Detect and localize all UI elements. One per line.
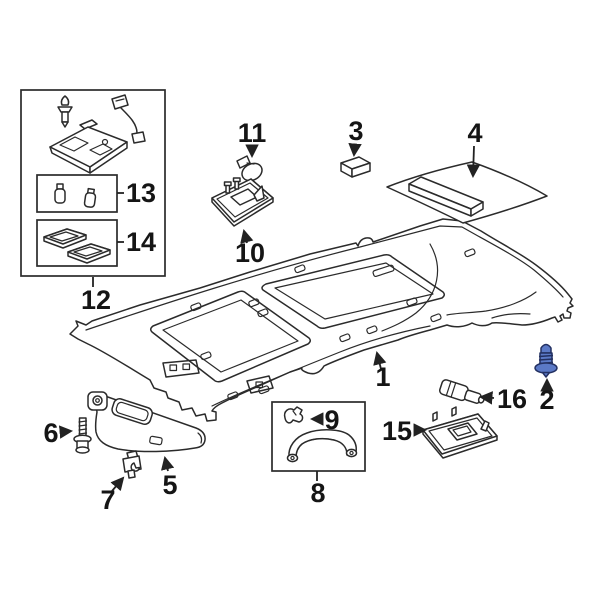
overhead-console-lamp-drawing [49, 119, 128, 174]
handle-bracket-drawing [283, 406, 304, 424]
callout-1-label[interactable]: 1 [375, 362, 390, 392]
visor-holder-clip-drawing [122, 450, 142, 479]
assist-grip-handle-drawing [286, 429, 358, 463]
callout-2-label[interactable]: 2 [539, 385, 554, 415]
callout-15-label[interactable]: 15 [382, 416, 412, 446]
callout-16-label[interactable]: 16 [497, 384, 527, 414]
spacer-block-drawing [340, 156, 371, 178]
headliner-drawing [69, 218, 574, 422]
bulb-pair-drawing [54, 183, 97, 208]
dome-lamp-bulb-drawing [236, 155, 263, 182]
bulb-socket-drawing [439, 379, 485, 404]
callout-16-arrow [478, 391, 495, 405]
callout-12-label[interactable]: 12 [81, 285, 111, 315]
callout-11-label[interactable]: 11 [238, 118, 267, 148]
wire-harness-drawing [111, 94, 146, 144]
callout-16[interactable]: 16 [478, 384, 527, 414]
dome-lamp-housing-drawing [211, 177, 274, 227]
trim-clip-drawing [57, 95, 73, 128]
callout-5[interactable]: 5 [161, 456, 178, 500]
callout-7[interactable]: 7 [100, 476, 125, 515]
callout-3-label[interactable]: 3 [348, 116, 363, 146]
callout-2[interactable]: 2 [539, 377, 555, 415]
callout-11[interactable]: 11 [238, 118, 267, 159]
callout-1-arrow [373, 351, 387, 370]
callout-6[interactable]: 6 [43, 418, 74, 448]
visor-mount-bracket-drawing [87, 391, 108, 411]
callout-7-arrow [110, 476, 125, 492]
callout-7-label[interactable]: 7 [100, 485, 115, 515]
callout-3-arrow [348, 142, 362, 158]
callout-13-label[interactable]: 13 [126, 178, 156, 208]
room-lamp-housing-drawing [422, 406, 498, 459]
callout-4-label[interactable]: 4 [467, 118, 482, 148]
lens-pair-drawing [43, 228, 111, 264]
callout-8-label[interactable]: 8 [310, 478, 325, 508]
callout-9-label[interactable]: 9 [324, 405, 339, 435]
callout-5-arrow [161, 456, 175, 472]
roof-silencer-pad-drawing [386, 161, 548, 224]
callout-15[interactable]: 15 [382, 416, 428, 446]
callout-14-label[interactable]: 14 [126, 227, 156, 257]
inset-box-8: 9 8 [271, 401, 366, 508]
sun-visor-drawing [87, 391, 206, 453]
callout-3[interactable]: 3 [348, 116, 364, 158]
callout-4-arrow [466, 145, 481, 179]
screw-highlighted-drawing[interactable] [534, 343, 558, 378]
callout-1[interactable]: 1 [373, 351, 391, 392]
callout-10-arrow [240, 229, 254, 244]
callout-4[interactable]: 4 [466, 118, 483, 179]
callout-6-label[interactable]: 6 [43, 418, 58, 448]
visor-screw-drawing [73, 417, 92, 454]
callout-10[interactable]: 10 [235, 229, 265, 268]
callout-5-label[interactable]: 5 [162, 470, 177, 500]
callout-6-arrow [58, 425, 74, 439]
callout-10-label[interactable]: 10 [235, 238, 265, 268]
inset-box-12: 13 14 12 [20, 89, 166, 315]
